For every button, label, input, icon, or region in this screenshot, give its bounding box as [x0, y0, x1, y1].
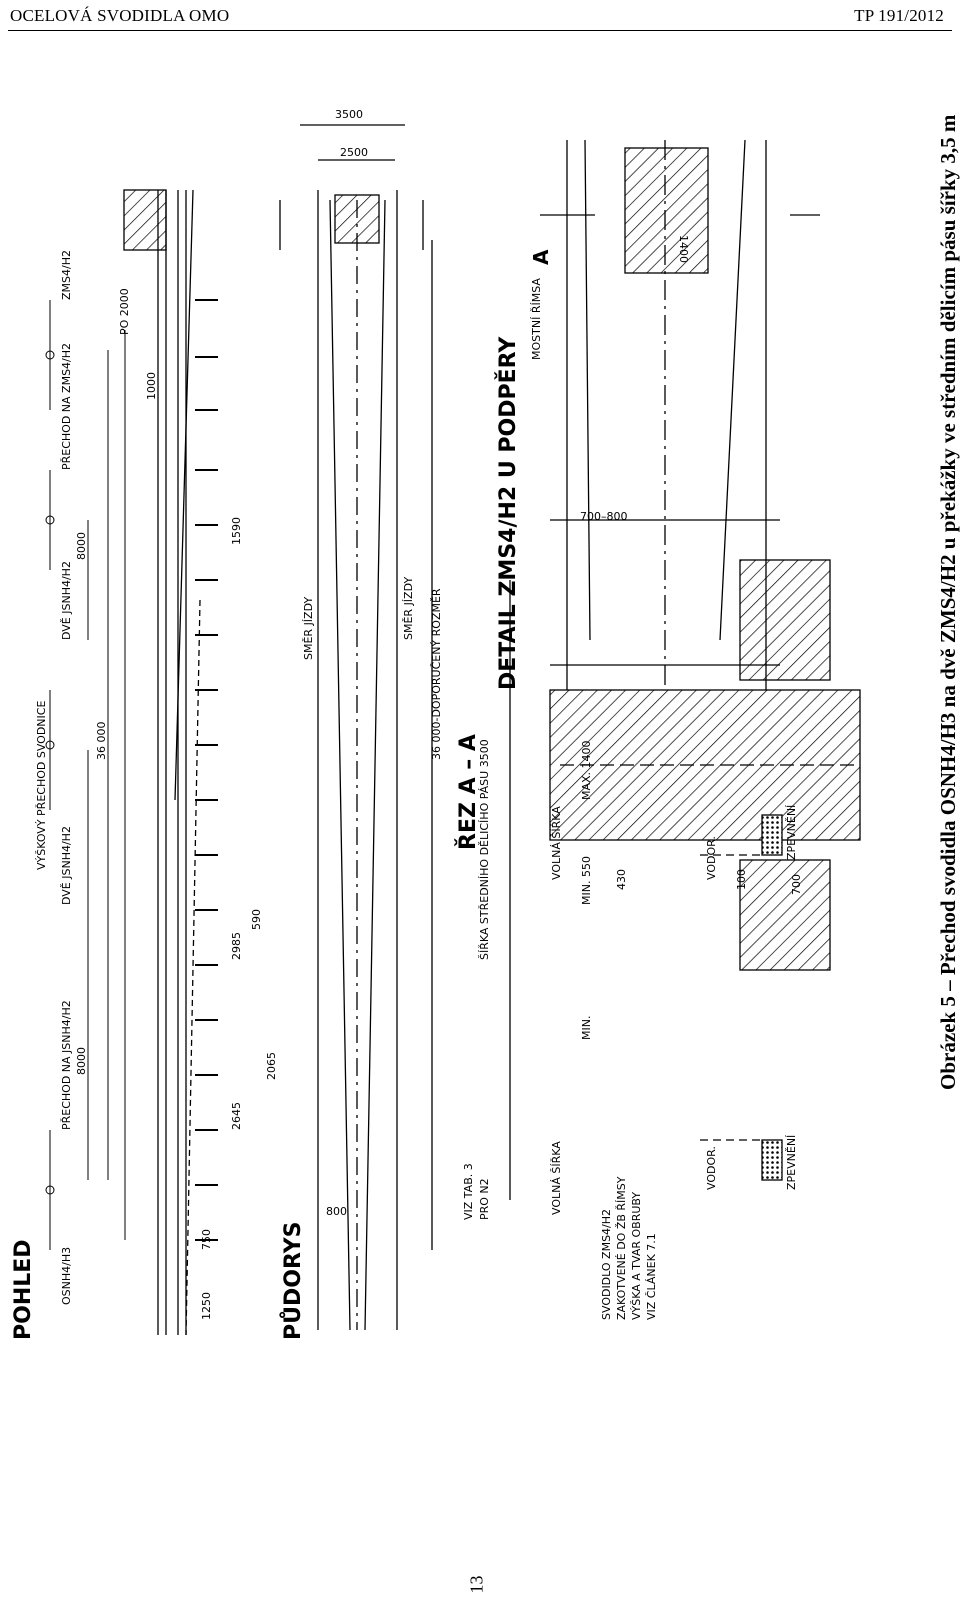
- view-title-pohled: POHLED: [11, 1239, 36, 1340]
- dim-2645: 2645: [230, 1102, 243, 1130]
- label-osnh4-h3: OSNH4/H3: [60, 1247, 73, 1305]
- dim-100: 100: [735, 869, 748, 890]
- label-zms4-h2: ZMS4/H2: [60, 250, 73, 300]
- label-prechod-jsnh: PŘECHOD NA JSNH4/H2: [60, 1000, 73, 1130]
- dim-1400: 1400: [677, 235, 690, 263]
- label-mostni-rimsa: MOSTNÍ ŘÍMSA: [530, 278, 543, 360]
- dim-430: 430: [615, 869, 628, 890]
- post-ticks: [195, 299, 218, 1241]
- pohled-view: [45, 189, 218, 1336]
- label-pro-n2: PRO N2: [478, 1178, 491, 1220]
- label-volna-sirka-1: VOLNÁ ŠÍŘKA: [550, 1141, 563, 1215]
- label-dve-jsnh-2: DVĚ JSNH4/H2: [60, 561, 73, 640]
- detail-view: [540, 139, 820, 690]
- label-vodor-1: VODOR.: [705, 1146, 718, 1190]
- label-min-550: MIN. 550: [580, 856, 593, 905]
- label-viz-tab: VIZ TAB. 3: [462, 1163, 475, 1220]
- label-po-2000: PO 2000: [118, 288, 131, 335]
- label-smer-jizdy-1: SMĚR JÍZDY: [302, 597, 315, 660]
- view-title-rez: ŘEZ A – A: [455, 734, 481, 850]
- label-volna-sirka-2: VOLNÁ ŠÍŘKA: [550, 806, 563, 880]
- dim-2500: 2500: [340, 146, 368, 159]
- dim-8000-a: 8000: [75, 1047, 88, 1075]
- dim-3500: 3500: [335, 108, 363, 121]
- label-vodor-2: VODOR.: [705, 836, 718, 880]
- label-viz-clanek: VIZ ČLÁNEK 7.1: [645, 1233, 658, 1320]
- label-max-1400: MAX. 1400: [580, 740, 593, 800]
- label-smer-jizdy-2: SMĚR JÍZDY: [402, 577, 415, 640]
- label-sirka-pasu: ŠÍŘKA STŘEDNÍHO DĚLICÍHO PÁSU 3500: [478, 739, 491, 960]
- dim-700-800: 700–800: [580, 510, 628, 523]
- dim-8000-b: 8000: [75, 532, 88, 560]
- dim-36000: 36 000: [95, 722, 108, 761]
- dim-2065: 2065: [265, 1052, 278, 1080]
- label-zakotvene: ZAKOTVENÉ DO ŽB ŘÍMSY: [615, 1176, 628, 1320]
- label-svodidlo: SVODIDLO ZMS4/H2: [600, 1209, 613, 1320]
- pudorys-view: [279, 124, 433, 1331]
- rez-view: [509, 559, 861, 1200]
- dim-1250: 1250: [200, 1292, 213, 1320]
- dim-chain: [87, 330, 126, 1240]
- header-rule: [8, 30, 952, 31]
- label-zpevneni-2: ZPEVNĚNÍ: [785, 805, 798, 860]
- view-title-pudorys: PŮDORYS: [280, 1222, 306, 1340]
- dim-1590: 1590: [230, 517, 243, 545]
- arrow-markers: [45, 300, 55, 1250]
- dim-1000: 1000: [145, 372, 158, 400]
- figure-caption: Obrázek 5 – Přechod svodidla OSNH4/H3 na…: [936, 114, 960, 1090]
- label-vyskovy-prechod: VÝŠKOVÝ PŘECHOD SVODNICE: [35, 701, 48, 870]
- view-title-detail: DETAIL ZMS4/H2 U PODPĚRY: [495, 336, 521, 690]
- dim-590: 590: [250, 909, 263, 930]
- header-right: TP 191/2012: [854, 6, 944, 25]
- dim-800: 800: [326, 1205, 347, 1218]
- label-doporuceny: 36 000-DOPORUČENÝ ROZMĚR: [430, 588, 443, 760]
- header-left: OCELOVÁ SVODIDLA OMO: [10, 6, 230, 25]
- dim-700: 700: [790, 874, 803, 895]
- label-vyska-tvar: VÝŠKA A TVAR OBRUBY: [630, 1192, 643, 1320]
- label-zpevneni-1: ZPEVNĚNÍ: [785, 1135, 798, 1190]
- page-number: 13: [466, 1575, 487, 1594]
- dim-750: 750: [200, 1229, 213, 1250]
- label-min: MIN.: [580, 1016, 593, 1040]
- label-section-a: A: [529, 249, 553, 265]
- dim-2985: 2985: [230, 932, 243, 960]
- label-prechod-zms: PŘECHOD NA ZMS4/H2: [60, 343, 73, 470]
- label-dve-jsnh-1: DVĚ JSNH4/H2: [60, 826, 73, 905]
